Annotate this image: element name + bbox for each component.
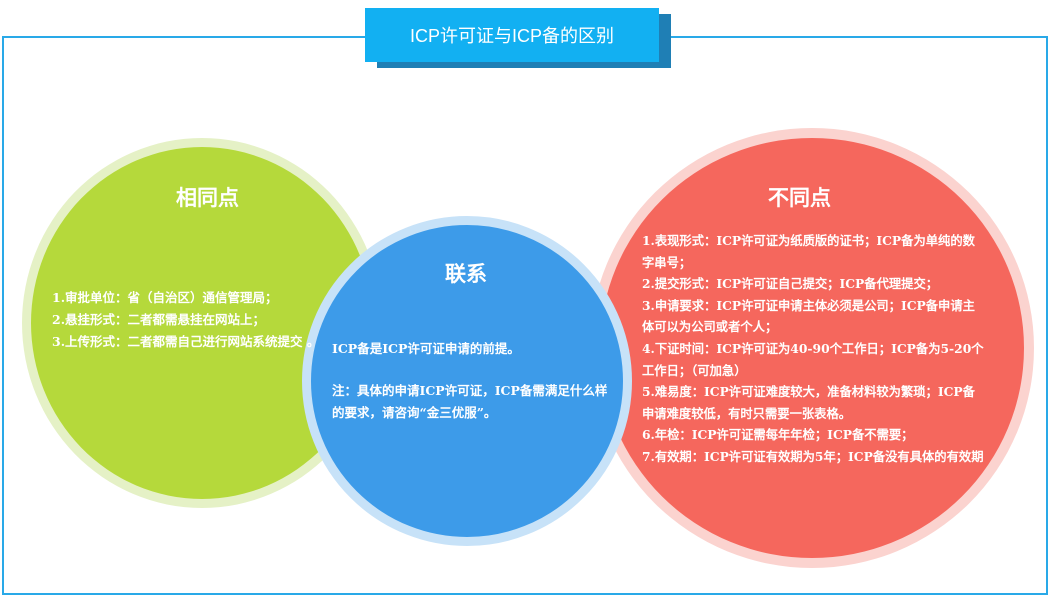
differences-title: 不同点	[768, 187, 831, 210]
diff-item: 4.下证时间：ICP许可证为40-90个工作日；ICP备为5-20个工作日；（可…	[642, 340, 984, 378]
same-points-title: 相同点	[176, 187, 239, 210]
relation-note: 注：具体的申请ICP许可证，ICP备需满足什么样的要求，请咨询“金三优服”。	[332, 383, 608, 420]
same-item: 3.上传形式：二者都需自己进行网站系统提交 。	[52, 334, 320, 349]
relation-line: ICP备是ICP许可证申请的前提。	[332, 341, 520, 356]
diff-item: 6.年检：ICP许可证需每年年检；ICP备不需要；	[642, 427, 914, 443]
diff-item: 3.申请要求：ICP许可证申请主体必须是公司；ICP备申请主体可以为公司或者个人…	[642, 297, 975, 335]
relation-circle	[302, 216, 632, 546]
diff-item: 1.表现形式：ICP许可证为纸质版的证书；ICP备为单纯的数字串号；	[642, 233, 975, 270]
diff-item: 5.难易度：ICP许可证难度较大，准备材料较为繁琐；ICP备申请难度较低，有时只…	[642, 384, 975, 421]
diff-item: 2.提交形式：ICP许可证自己提交；ICP备代理提交；	[642, 276, 939, 292]
relation-text: ICP备是ICP许可证申请的前提。 注：具体的申请ICP许可证，ICP备需满足什…	[332, 338, 610, 424]
same-item: 2.悬挂形式：二者都需悬挂在网站上；	[52, 312, 266, 327]
differences-list: 1.表现形式：ICP许可证为纸质版的证书；ICP备为单纯的数字串号； 2.提交形…	[642, 230, 987, 468]
page-title: ICP许可证与ICP备的区别	[365, 8, 659, 62]
same-item: 1.审批单位：省（自治区）通信管理局；	[52, 290, 278, 305]
relation-title: 联系	[445, 263, 487, 286]
same-points-list: 1.审批单位：省（自治区）通信管理局； 2.悬挂形式：二者都需悬挂在网站上； 3…	[52, 287, 324, 353]
diff-item: 7.有效期：ICP许可证有效期为5年；ICP备没有具体的有效期	[642, 448, 984, 464]
